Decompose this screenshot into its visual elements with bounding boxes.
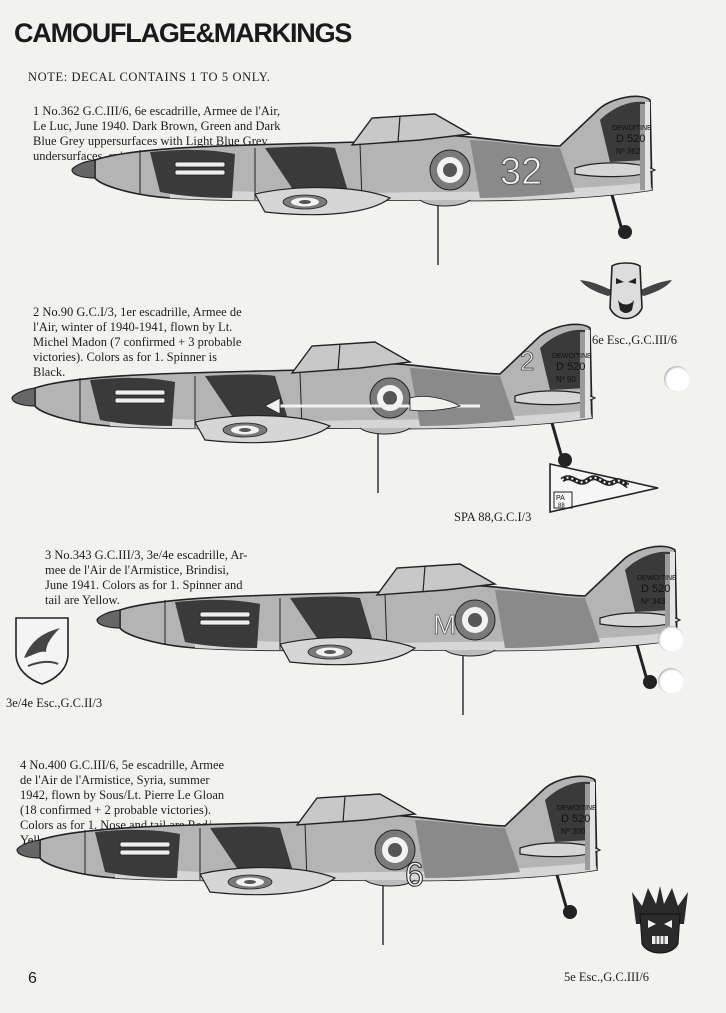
pennant-text-2: 88	[558, 503, 565, 509]
profile-3-caption: 3 No.343 G.C.III/3, 3e/4e escadrille, Ar…	[45, 548, 248, 607]
profile-1-code: 32	[500, 151, 542, 193]
profile-3-tail-serial: Nº 343	[641, 597, 666, 606]
tiki-mask-emblem-icon	[580, 262, 672, 320]
binder-hole-2	[658, 626, 684, 652]
emblem-2-label: SPA 88,G.C.I/3	[454, 510, 532, 524]
aircraft-profile-2: 2 DEWOITINE D 520 Nº 90	[10, 322, 597, 495]
profile-2-tail-make: DEWOITINE	[552, 353, 592, 360]
demon-mask-emblem-icon	[632, 886, 688, 954]
decal-note: NOTE: DECAL CONTAINS 1 TO 5 ONLY.	[28, 70, 271, 84]
profile-1-tail-type: D 520	[616, 133, 645, 145]
bird-shield-emblem-icon	[15, 617, 69, 685]
profile-1-tail-make: DEWOITINE	[612, 125, 652, 132]
profile-4-tail-serial: Nº 300	[561, 827, 586, 836]
profile-3-code: M	[433, 609, 456, 640]
profile-2-code: 2	[520, 346, 534, 376]
profile-2-tail-serial: Nº 90	[556, 375, 576, 384]
binder-hole-3	[658, 668, 684, 694]
emblem-1-label: 6e Esc.,G.C.III/6	[592, 333, 678, 347]
emblem-4-label: 5e Esc.,G.C.III/6	[564, 970, 650, 984]
page-title: CAMOUFLAGE&MARKINGS	[14, 18, 352, 48]
profile-4-tail-type: D 520	[561, 813, 590, 825]
snake-pennant-emblem-icon: PA 88	[549, 463, 659, 513]
emblem-3-label: 3e/4e Esc.,G.C.II/3	[6, 696, 103, 710]
aircraft-profile-4: 6 DEWOITINE D 520 Nº 300	[15, 774, 602, 947]
profile-3-tail-make: DEWOITINE	[637, 575, 677, 582]
aircraft-profile-3: M DEWOITINE D 520 Nº 343	[95, 544, 682, 717]
profile-4-tail-make: DEWOITINE	[557, 805, 597, 812]
profile-2-caption: 2 No.90 G.C.I/3, 1er escadrille, Armee d…	[33, 305, 242, 379]
profile-4-code: 6	[405, 856, 424, 894]
aircraft-profile-1: 32 DEWOITINE D 520 Nº 362	[70, 94, 657, 267]
pennant-text-1: PA	[556, 495, 565, 502]
profile-3-tail-type: D 520	[641, 583, 670, 595]
profile-1-tail-serial: Nº 362	[616, 147, 641, 156]
binder-hole-1	[664, 366, 690, 392]
page-number: 6	[28, 970, 37, 987]
profile-2-tail-type: D 520	[556, 361, 585, 373]
